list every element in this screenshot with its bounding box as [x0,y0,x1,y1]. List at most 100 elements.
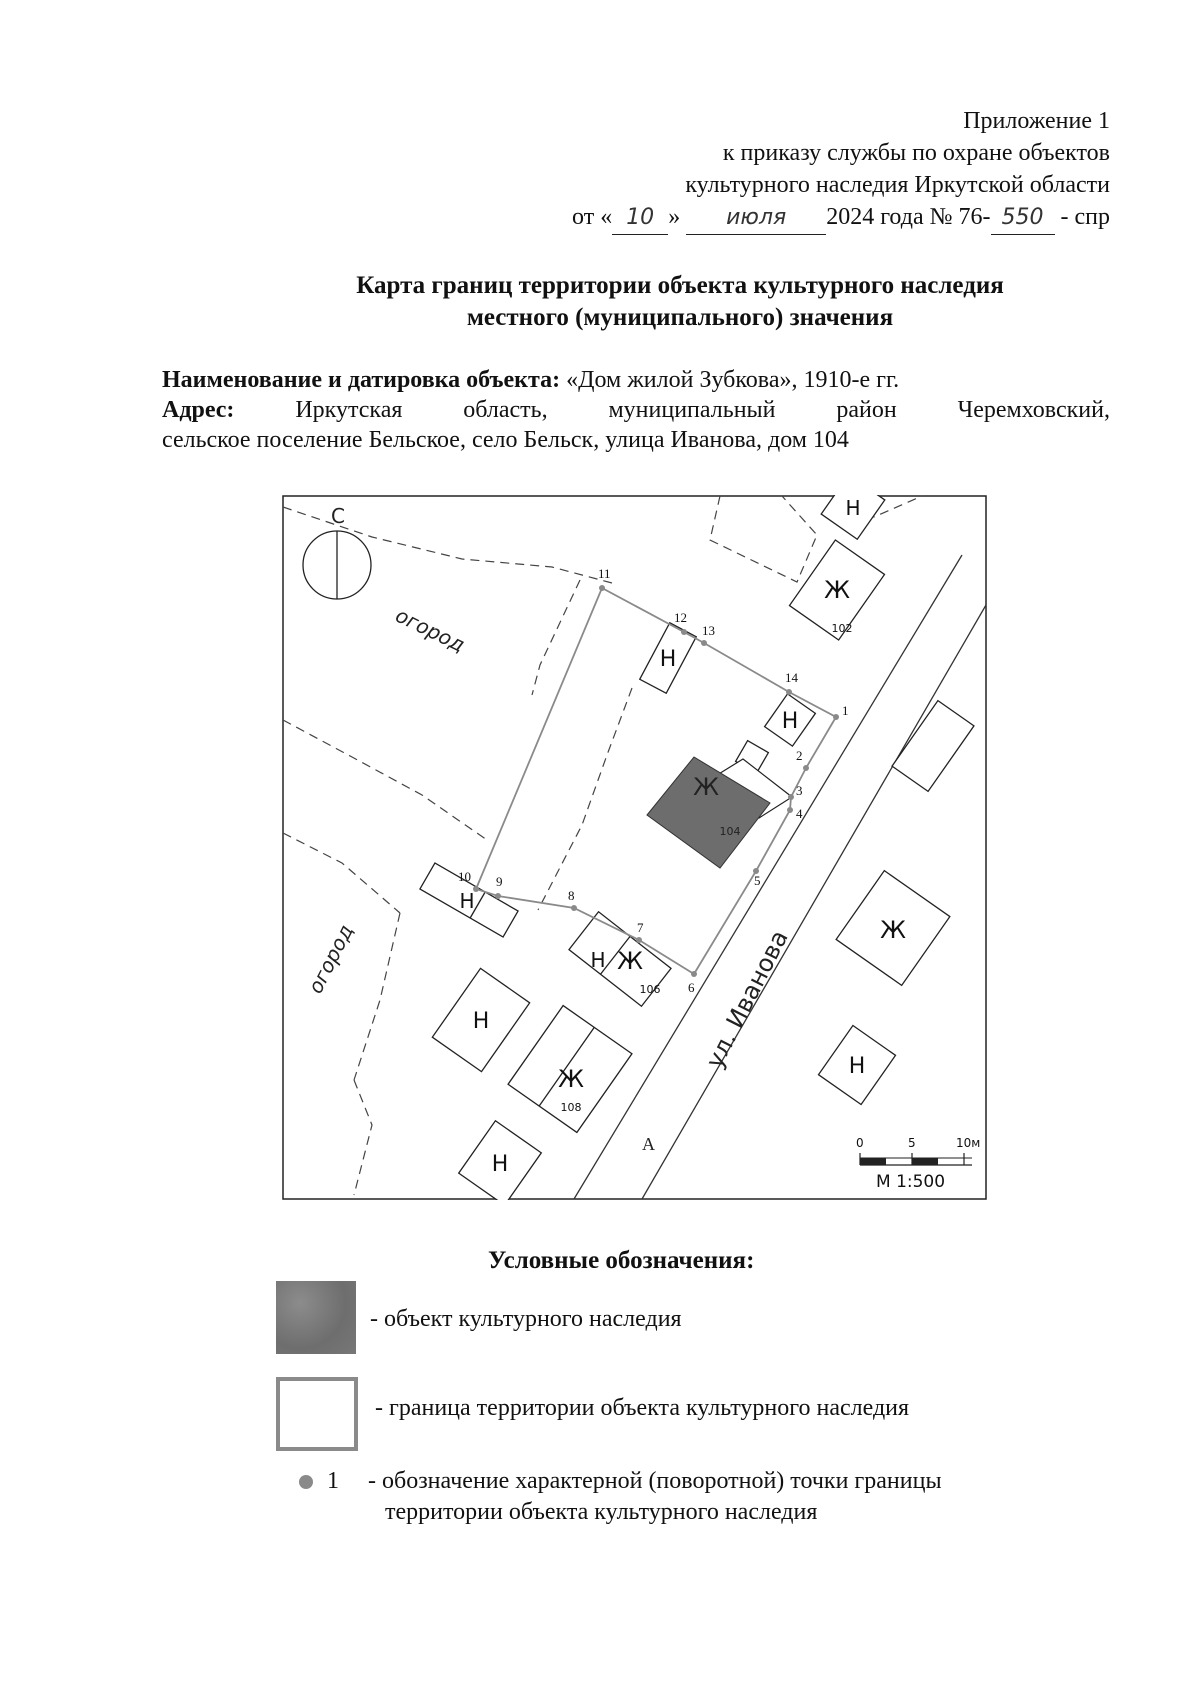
boundary-point-marker [701,640,707,646]
building-type: Н [782,709,799,734]
building-type: Н [849,1054,866,1079]
building-type: Ж [824,576,850,604]
boundary-point-label: 2 [796,748,803,763]
address-line1-text: Иркутская область, муниципальный район Ч… [295,397,1110,423]
street-edge-line [641,604,987,1200]
boundary-point-marker [833,714,839,720]
parcel-line [282,719,488,841]
date-mid: » [668,204,681,230]
boundary-point-label: 7 [637,920,644,935]
building-outline [891,699,975,793]
boundary-point-marker [788,794,794,800]
building-type: Ж [558,1065,584,1093]
parcel-line [537,687,633,911]
order-authority-line: культурного наследия Иркутской области [685,172,1110,198]
scale-tick: 10м [956,1136,980,1150]
address-line2: сельское поселение Бельское, село Бельск… [162,427,849,453]
building-type: Н [459,889,474,913]
boundary-point-marker [787,807,793,813]
boundary-map: ул. Иванова А огород огород С [282,495,987,1200]
heritage-object-shape [646,756,794,869]
legend-object-text: - объект культурного наследия [370,1306,682,1332]
boundary-point-label: 5 [754,873,761,888]
date-year: 2024 года № 76- [826,204,991,230]
order-number: 550 [990,202,1055,235]
date-prefix: от « [572,204,613,230]
building-outline [431,967,531,1073]
address-label: Адрес: [162,397,235,423]
boundary-point-marker [495,893,501,899]
legend-point-label: 1 [327,1468,339,1494]
building-outline [788,539,886,641]
boundary-point-label: 8 [568,888,575,903]
legend-point-text-line2: территории объекта культурного наследия [385,1499,818,1525]
building-type: Н [590,948,605,972]
document-title-line1: Карта границ территории объекта культурн… [356,272,1004,299]
boundary-point-label: 14 [785,670,799,685]
date-month: июля [686,202,827,235]
parcel-line [709,495,818,583]
parcel-line [531,579,581,696]
street-letter: А [642,1134,655,1154]
building-type: Ж [693,773,719,801]
boundary-point-label: 9 [496,874,503,889]
building-outline [817,1024,897,1106]
building-type: Н [845,496,860,520]
boundary-point-marker [753,868,759,874]
boundary-point-label: 1 [842,703,849,718]
boundary-point-marker [803,765,809,771]
object-name-label: Наименование и датировка объекта: [162,367,561,393]
scale-text: М 1:500 [876,1172,945,1192]
boundary-point-marker [691,971,697,977]
boundary-swatch [276,1377,358,1451]
boundary-point-marker [681,629,687,635]
building-type: Ж [880,916,906,944]
object-name-value: «Дом жилой Зубкова», 1910-е гг. [566,367,900,393]
scale-bar: 0 5 10м М 1:500 [856,1136,980,1192]
building-number: 106 [640,983,661,996]
building-number: 102 [832,622,853,635]
object-name-line: Наименование и датировка объекта: «Дом ж… [162,365,1110,395]
building-type: Н [492,1152,509,1177]
boundary-point-label: 10 [458,869,471,884]
building-number: 108 [561,1101,582,1114]
boundary-point-marker [636,937,642,943]
building-outline [835,869,951,987]
boundary-point-marker [473,886,479,892]
legend-title: Условные обозначения: [488,1247,755,1274]
document-title-line2: местного (муниципального) значения [466,304,894,331]
building-outline [507,1004,633,1134]
parcel-line [282,506,613,584]
order-suffix: - спр [1060,204,1111,230]
boundary-point-label: 11 [598,566,611,581]
date-day: 10 [612,202,669,235]
order-ref-line: к приказу службы по охране объектов [722,140,1110,166]
address-line1: Адрес: Иркутская область, муниципальный … [162,395,1110,425]
legend-border-text: - граница территории объекта культурного… [375,1395,910,1421]
north-arrow-icon: С [302,504,372,600]
parcel-line [353,1079,373,1196]
building-type: Н [473,1009,490,1034]
appendix-label: Приложение 1 [963,108,1110,134]
boundary-point-label: 3 [796,783,803,798]
parcel-line [841,495,923,518]
scale-tick: 5 [908,1136,916,1150]
boundary-point-label: 6 [688,980,695,995]
north-label: С [331,504,345,528]
heritage-object-swatch [276,1281,356,1354]
scale-tick: 0 [856,1136,864,1150]
building-outline [457,1119,543,1200]
building-outline [568,910,672,1008]
boundary-point-marker [599,585,605,591]
boundary-point-label: 13 [702,623,715,638]
boundary-point-label: 12 [674,610,687,625]
street-edge-line [573,554,963,1200]
building-outline [820,495,886,541]
legend-point-text-line1: - обозначение характерной (поворотной) т… [368,1468,942,1494]
building-outline [763,692,817,748]
building-number: 104 [720,825,741,838]
boundary-point-label: 4 [796,806,803,821]
building-type: Ж [617,947,643,975]
